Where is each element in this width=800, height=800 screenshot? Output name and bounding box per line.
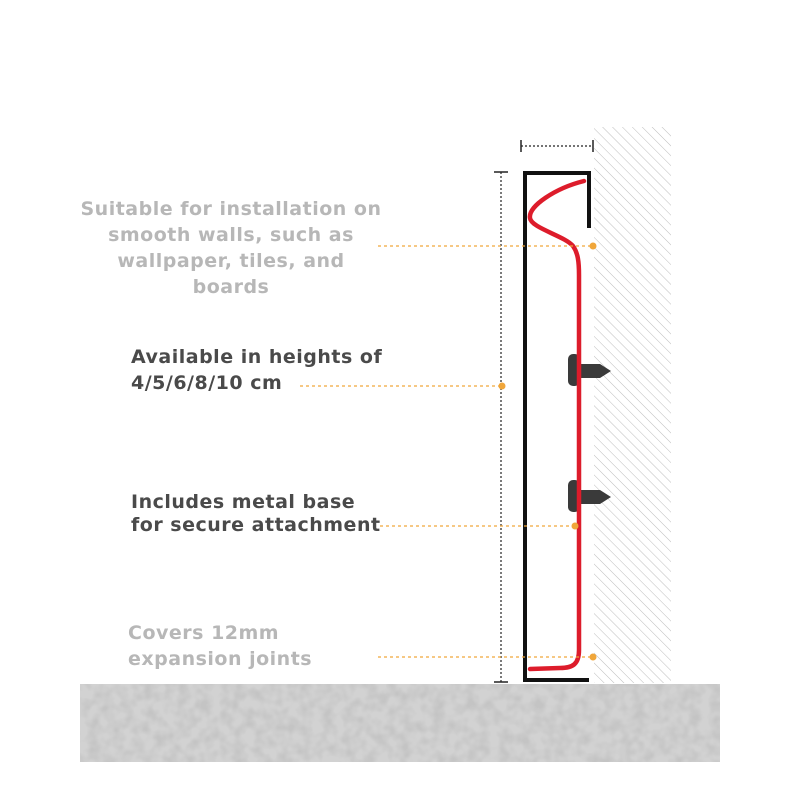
wall-hatching	[594, 127, 671, 683]
annotation-line: boards	[192, 276, 270, 298]
annotation-line: Covers 12mm	[128, 622, 280, 644]
annotation-heights: Available in heights of 4/5/6/8/10 cm	[131, 344, 382, 396]
annotation-line: smooth walls, such as	[108, 224, 354, 246]
height-dimension	[494, 171, 508, 683]
annotation-wall-suitability: Suitable for installation on smooth wall…	[68, 196, 394, 300]
annotation-line: wallpaper, tiles, and	[117, 250, 345, 272]
leader-dots	[498, 242, 597, 661]
annotation-line: Available in heights of	[131, 346, 383, 368]
annotation-expansion-joints: Covers 12mm expansion joints	[128, 620, 312, 672]
leader-lines	[300, 245, 590, 658]
annotation-metal-base: Includes metal base for secure attachmen…	[131, 491, 381, 537]
annotation-line: Suitable for installation on	[80, 198, 382, 220]
annotation-line: for secure attachment	[131, 514, 381, 536]
annotation-line: expansion joints	[128, 648, 313, 670]
annotation-line: Includes metal base	[131, 491, 356, 513]
skirting-profile-outline	[523, 171, 591, 682]
thickness-dimension	[520, 140, 594, 152]
annotation-line: 4/5/6/8/10 cm	[131, 372, 283, 394]
metal-base-profile	[527, 178, 587, 672]
floor-texture	[80, 684, 720, 762]
